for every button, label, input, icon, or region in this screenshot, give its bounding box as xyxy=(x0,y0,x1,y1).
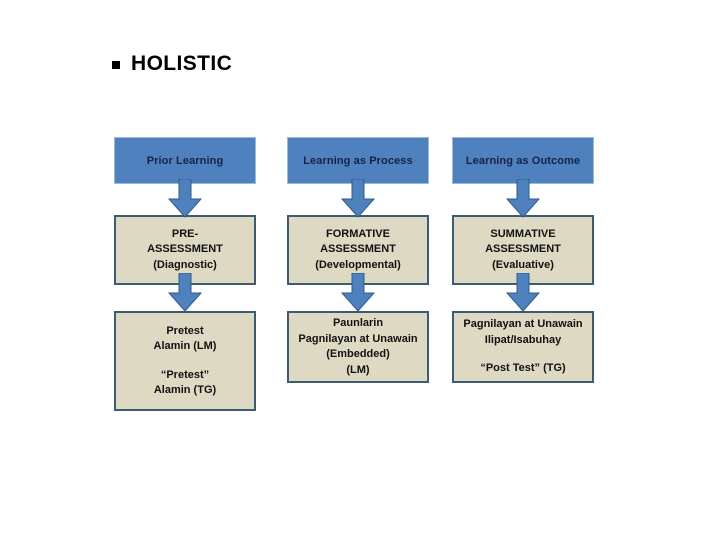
flow-column-learning-as-outcome: Learning as Outcome SUMMATIVE ASSESSMENT… xyxy=(452,137,594,383)
bottom-box-line: “Post Test” (TG) xyxy=(480,362,566,375)
bottom-box-line: (LM) xyxy=(346,363,370,376)
header-box-learning-as-process[interactable]: Learning as Process xyxy=(287,137,429,184)
middle-box-line: (Evaluative) xyxy=(492,258,554,271)
header-box-label: Learning as Outcome xyxy=(465,154,581,167)
middle-box-line: FORMATIVE xyxy=(326,227,390,240)
down-arrow-icon xyxy=(168,273,202,313)
arrow-connector xyxy=(287,179,429,218)
bottom-box-line: Paunlarin xyxy=(332,317,384,329)
bottom-box-line: Pretest xyxy=(166,324,204,337)
arrow-connector xyxy=(287,273,429,312)
bottom-box-pretest[interactable]: Pretest Alamin (LM) “Pretest” Alamin (TG… xyxy=(114,311,256,411)
arrow-connector xyxy=(452,273,594,312)
down-arrow-icon xyxy=(341,273,375,313)
bottom-box-paunlarin[interactable]: Paunlarin Pagnilayan at Unawain (Embedde… xyxy=(287,311,429,383)
down-arrow-icon xyxy=(506,179,540,219)
middle-box-line: SUMMATIVE xyxy=(490,227,556,240)
bottom-box-line: Alamin (LM) xyxy=(153,340,217,352)
bottom-box-line: “Pretest” xyxy=(160,368,210,381)
arrow-connector xyxy=(114,273,256,312)
header-box-label: Prior Learning xyxy=(146,154,224,167)
down-arrow-icon xyxy=(341,179,375,219)
middle-box-line: ASSESSMENT xyxy=(320,243,396,256)
middle-box-line: (Developmental) xyxy=(315,258,401,271)
header-box-prior-learning[interactable]: Prior Learning xyxy=(114,137,256,184)
bottom-box-line: Ilipat/Isabuhay xyxy=(484,333,562,346)
flow-column-learning-as-process: Learning as Process FORMATIVE ASSESSMENT… xyxy=(287,137,429,383)
arrow-connector xyxy=(114,179,256,218)
header-box-label: Learning as Process xyxy=(303,154,413,167)
middle-box-line: ASSESSMENT xyxy=(485,243,561,256)
middle-box-line: PRE- xyxy=(171,227,199,240)
bottom-box-line: Pagnilayan at Unawain xyxy=(298,332,418,345)
bottom-box-line: Alamin (TG) xyxy=(153,384,217,396)
page-title-text: HOLISTIC xyxy=(131,52,233,75)
flow-column-prior-learning: Prior Learning PRE- ASSESSMENT (Diagnost… xyxy=(114,137,256,411)
middle-box-line: ASSESSMENT xyxy=(147,243,223,256)
header-box-learning-as-outcome[interactable]: Learning as Outcome xyxy=(452,137,594,184)
middle-box-line: (Diagnostic) xyxy=(153,258,217,271)
bottom-box-line: Pagnilayan at Unawain xyxy=(463,318,583,331)
page-title: HOLISTIC xyxy=(112,53,232,74)
down-arrow-icon xyxy=(506,273,540,313)
bottom-box-post-test[interactable]: Pagnilayan at Unawain Ilipat/Isabuhay “P… xyxy=(452,311,594,383)
down-arrow-icon xyxy=(168,179,202,219)
bottom-box-line: (Embedded) xyxy=(326,348,390,360)
square-bullet-icon xyxy=(112,60,120,69)
arrow-connector xyxy=(452,179,594,218)
